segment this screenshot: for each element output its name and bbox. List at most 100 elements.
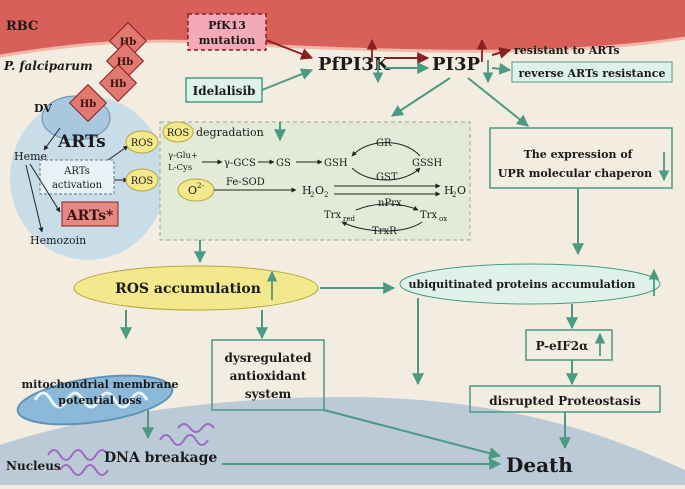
gs-label: GS bbox=[276, 158, 291, 169]
nucleus-shape bbox=[0, 397, 685, 485]
peif-box bbox=[525, 329, 613, 361]
dna-strand-icon bbox=[47, 423, 215, 476]
ros-degradation-ros: ROS bbox=[167, 128, 190, 139]
lcys-label: L-Cys bbox=[168, 163, 192, 173]
svg-text:Hb: Hb bbox=[110, 79, 126, 90]
svg-text:Trx: Trx bbox=[324, 210, 341, 221]
superoxide-o: O bbox=[188, 184, 197, 197]
arrow-dv-heme bbox=[43, 127, 61, 151]
arrow-pi3p-upr bbox=[467, 77, 529, 127]
arts-activation-line1: ARTs bbox=[63, 166, 90, 177]
ubq-label: ubiquitinated proteins accumulation bbox=[409, 278, 636, 291]
pfalciparum-label: P. falciparum bbox=[3, 59, 93, 73]
gsh-label: GSH bbox=[324, 158, 348, 169]
svg-text:Trx: Trx bbox=[420, 210, 437, 221]
ros-accumulation-ellipse bbox=[73, 265, 319, 311]
pfk13-mutation-box bbox=[187, 13, 267, 51]
dysreg-line2: antioxidant bbox=[230, 369, 307, 383]
pfk13-line1: PfK13 bbox=[208, 19, 246, 32]
dysreg-line3: system bbox=[245, 387, 292, 401]
arrow-gr-cycle bbox=[351, 142, 421, 157]
svg-text:Hb: Hb bbox=[80, 99, 96, 110]
arrow-nprx bbox=[355, 203, 419, 211]
hemozoin-label: Hemozoin bbox=[30, 234, 86, 247]
arts-activation-box bbox=[39, 159, 115, 195]
rbc-membrane bbox=[0, 0, 685, 56]
arrow-dysreg-death bbox=[323, 409, 502, 460]
nucleus-label: Nucleus bbox=[6, 459, 61, 473]
arrow-gst-cycle bbox=[351, 167, 421, 181]
resistant-label: resistant to ARTs bbox=[514, 44, 620, 57]
svg-text:H: H bbox=[302, 184, 312, 197]
pi3p-label: PI3P bbox=[432, 54, 480, 75]
arrow-heme-arts-star bbox=[29, 163, 61, 213]
svg-text:Hb: Hb bbox=[117, 57, 133, 68]
svg-text:2: 2 bbox=[324, 191, 328, 199]
pfpi3k-label: PfPI3K bbox=[318, 54, 391, 75]
nprx-label: nPrx bbox=[378, 198, 402, 209]
gr-label: GR bbox=[376, 138, 392, 149]
trxr-label: TrxR bbox=[372, 226, 397, 237]
hb-diamond-4: Hb bbox=[68, 83, 108, 123]
mito-line1: mitochondrial membrane bbox=[22, 378, 179, 391]
upr-box bbox=[489, 127, 673, 189]
ggcs-label: γ-GCS bbox=[224, 158, 256, 169]
trx-red-label: Trx red bbox=[324, 210, 355, 223]
dysreg-box bbox=[211, 339, 325, 411]
rbc-label: RBC bbox=[6, 19, 38, 34]
ubq-ellipse bbox=[399, 263, 661, 305]
arts-activation-line2: activation bbox=[52, 180, 103, 191]
hb-diamond-3: Hb bbox=[98, 63, 138, 103]
h2o2-label: H 2 O 2 bbox=[302, 184, 328, 199]
heme-label: Heme bbox=[14, 150, 47, 163]
arts-star-box bbox=[61, 201, 119, 227]
arts-label: ARTs bbox=[57, 132, 106, 152]
mitochondrion-icon bbox=[16, 374, 174, 426]
ros-degradation-ellipse bbox=[162, 121, 194, 143]
dysreg-line1: dysregulated bbox=[224, 351, 312, 365]
svg-text:ox: ox bbox=[439, 215, 447, 223]
arrow-trxr bbox=[341, 221, 423, 232]
mito-line2: potential loss bbox=[58, 394, 141, 407]
svg-text:H: H bbox=[444, 184, 454, 197]
arrow-heme-hemozoin bbox=[25, 164, 44, 233]
dna-breakage-label: DNA breakage bbox=[104, 450, 217, 466]
arrow-pfk13-pfpi3k bbox=[265, 39, 314, 60]
trx-ox-label: Trx ox bbox=[420, 210, 447, 223]
arts-star-label: ARTs* bbox=[66, 208, 114, 224]
arrow-pi3p-panel bbox=[390, 77, 451, 117]
gst-label: GST bbox=[376, 172, 398, 183]
upr-line2: UPR molecular chaperon bbox=[498, 167, 652, 180]
arrow-arts-ros1 bbox=[107, 145, 129, 161]
ros-degradation-label: degradation bbox=[196, 126, 264, 139]
svg-text:O: O bbox=[457, 184, 466, 197]
arrow-idelalisib-pfpi3k bbox=[261, 68, 314, 91]
dv-label: DV bbox=[34, 102, 52, 115]
death-label: Death bbox=[506, 453, 573, 477]
antioxidant-panel bbox=[159, 121, 471, 241]
gssh-label: GSSH bbox=[412, 158, 443, 169]
fesod-label: Fe-SOD bbox=[226, 177, 265, 188]
disrupted-label: disrupted Proteostasis bbox=[489, 394, 641, 408]
ros-ellipse-1 bbox=[125, 130, 159, 154]
ros-accumulation-label: ROS accumulation bbox=[115, 281, 261, 297]
ros-ellipse-2 bbox=[125, 168, 159, 192]
pfk13-line2: mutation bbox=[199, 34, 255, 47]
arrow-pi3p-resistant bbox=[491, 47, 512, 59]
arrow-pi3p-reverse bbox=[491, 62, 512, 75]
h2o-label: H 2 O bbox=[444, 184, 466, 199]
idelalisib-label: Idelalisib bbox=[193, 84, 256, 98]
upr-line1: The expression of bbox=[524, 148, 634, 161]
svg-text:2: 2 bbox=[310, 191, 314, 199]
gglu-label: γ-Glu+ bbox=[168, 151, 198, 161]
peif-label: P-eIF2α bbox=[536, 339, 589, 353]
svg-text:2: 2 bbox=[452, 191, 456, 199]
ros-label-1: ROS bbox=[131, 138, 154, 149]
reverse-label: reverse ARTs resistance bbox=[519, 67, 666, 80]
svg-text:O: O bbox=[315, 184, 324, 197]
superoxide-sup: 2- bbox=[197, 182, 204, 190]
reverse-box bbox=[511, 61, 673, 83]
svg-text:Hb: Hb bbox=[120, 37, 136, 48]
